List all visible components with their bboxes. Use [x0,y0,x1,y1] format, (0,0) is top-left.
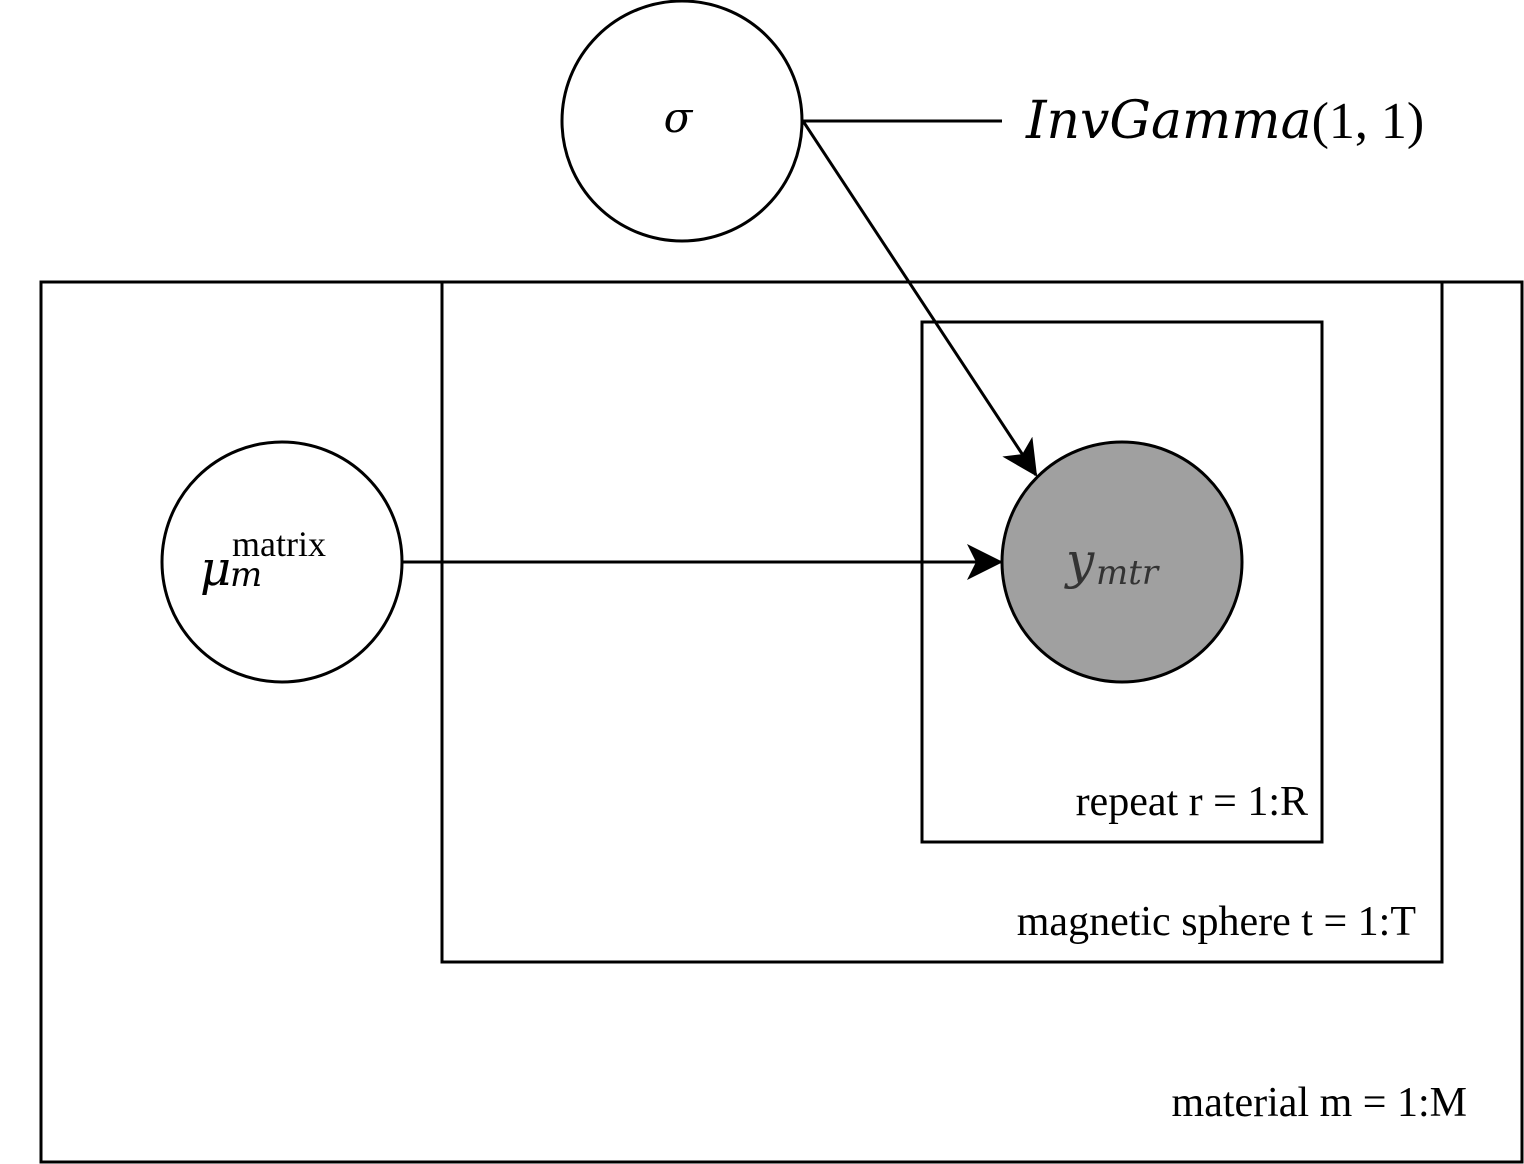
material-plate-label: material m = 1:M [1172,1080,1467,1126]
sphere-plate-label: magnetic sphere t = 1:T [1017,899,1416,945]
sigma-node: σ [560,0,804,243]
mu-label: μ [200,541,231,597]
mu-subscript: m [230,555,262,595]
prior-name: InvGamma [1025,91,1312,151]
sigma-to-y-edge [801,120,1038,477]
prior-args: (1, 1) [1312,93,1425,150]
y-base: y [1064,532,1095,590]
prior-label: InvGamma(1, 1) [1025,91,1424,151]
magnetic-sphere-plate [440,280,1444,964]
repeat-plate [920,320,1324,844]
repeat-plate-label: repeat r = 1:R [1076,779,1308,825]
mu-superscript: matrix [232,524,326,564]
mu-base: μ [200,541,231,597]
material-plate [39,280,1524,1164]
y-subscript: mtr [1096,553,1160,593]
mu-node: μ m matrix [160,440,404,684]
y-node: y mtr [1000,440,1244,684]
sigma-symbol: σ [664,93,694,142]
